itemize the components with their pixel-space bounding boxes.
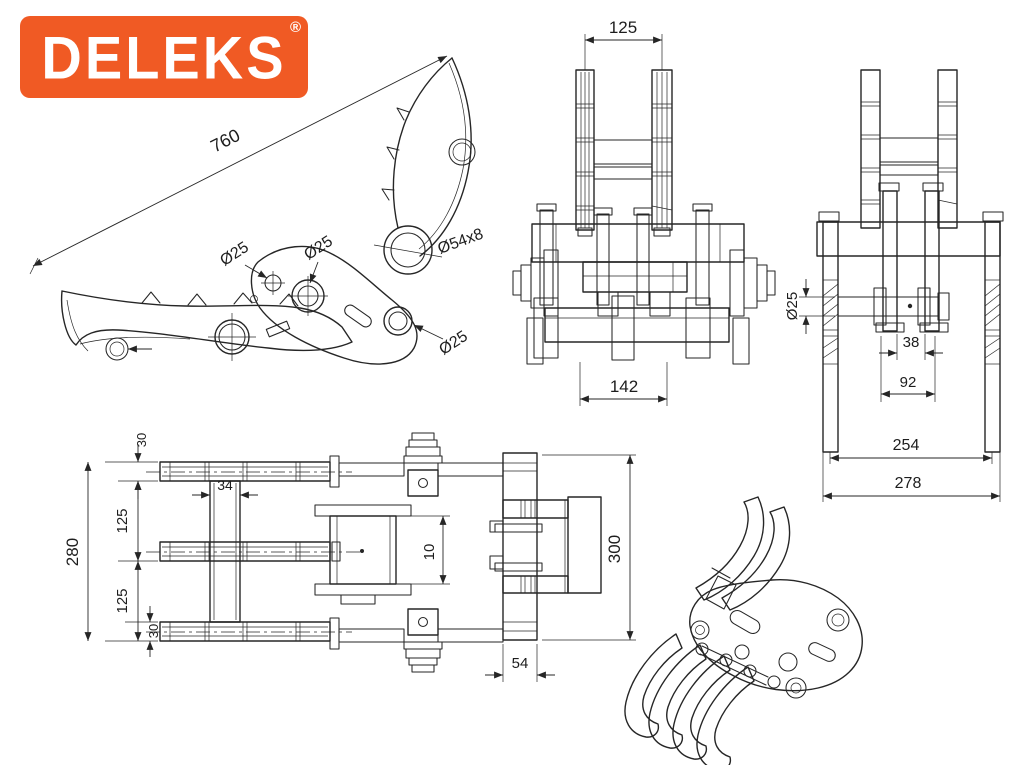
dim-label-300: 300 — [605, 535, 624, 563]
side-link-plate — [250, 245, 418, 365]
dim-label-30-top: 30 — [134, 433, 149, 447]
dim-label-92: 92 — [900, 374, 917, 391]
plan-tine-rails — [146, 455, 360, 650]
front-view: 125 — [512, 18, 776, 406]
rear-view: Ø25 38 92 254 — [784, 69, 1004, 502]
side-view: 760 — [29, 55, 486, 365]
dim-label-125-front: 125 — [609, 18, 637, 37]
plan-view: 34 10 — [63, 432, 636, 682]
rear-dim-92: 92 — [880, 336, 936, 402]
dim-label-34: 34 — [217, 477, 233, 493]
plan-dim-54: 54 — [485, 644, 555, 682]
side-lower-jaw — [60, 290, 353, 361]
dim-label-d54x8: Ø54x8 — [436, 226, 486, 258]
dim-label-54: 54 — [512, 655, 529, 672]
side-upper-tine — [381, 57, 476, 257]
front-dim-tine-spacing: 125 — [584, 18, 663, 70]
isometric-view — [624, 496, 863, 765]
plan-dim-300: 300 — [542, 454, 636, 641]
rear-tines — [860, 69, 958, 229]
iso-upper-tines — [695, 496, 791, 611]
dim-label-d25-rear: Ø25 — [784, 292, 801, 320]
plan-mount-body — [489, 452, 602, 641]
rear-dim-254: 254 — [829, 437, 993, 464]
dim-label-38: 38 — [903, 334, 920, 351]
dim-label-30-bottom: 30 — [146, 624, 161, 638]
dim-label-d25-a: Ø25 — [217, 239, 252, 270]
dim-label-d25-b: Ø25 — [301, 233, 336, 264]
plan-dim-left-chain: 280 30 125 125 30 — [63, 433, 161, 657]
side-hole-labels: Ø25 Ø25 Ø54x8 Ø25 — [217, 226, 486, 359]
dim-label-254: 254 — [893, 437, 920, 454]
front-dim-base-width: 142 — [579, 362, 668, 406]
plan-link-assemblies — [338, 432, 504, 673]
dim-label-142: 142 — [610, 377, 638, 396]
front-base-frame — [512, 203, 776, 365]
dim-label-278: 278 — [895, 475, 922, 492]
iso-lower-claws — [624, 620, 807, 765]
iso-body-plate — [689, 578, 863, 692]
dim-label-125-lower: 125 — [114, 588, 131, 613]
rear-dim-pin: Ø25 — [784, 279, 835, 334]
plan-tie-bar: 34 — [192, 477, 258, 623]
rear-dim-38: 38 — [879, 334, 943, 360]
dim-label-125-upper: 125 — [114, 508, 131, 533]
dim-label-10: 10 — [421, 544, 438, 561]
rear-dim-278: 278 — [822, 452, 1001, 502]
rear-frame — [816, 182, 1004, 453]
dim-label-280: 280 — [63, 538, 82, 566]
front-tines — [575, 69, 673, 237]
registered-mark-icon: ® — [289, 19, 301, 36]
plan-centre-bracket: 10 — [314, 504, 450, 605]
dim-label-d25-c: Ø25 — [436, 328, 471, 359]
side-main-pivot-boss — [373, 225, 443, 275]
dim-label-760: 760 — [207, 125, 243, 156]
